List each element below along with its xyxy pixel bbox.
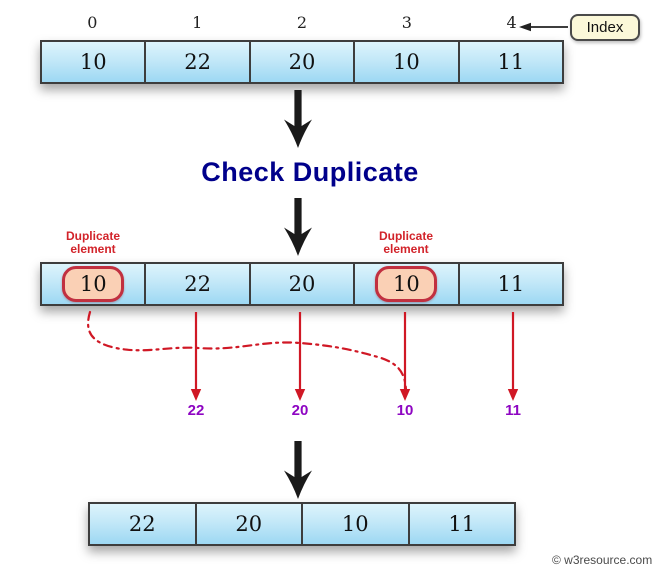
flow-arrow-down-3 [284,441,312,499]
kept-value: 10 [396,402,414,419]
copyright-text: © w3resource.com [552,553,653,567]
array-bottom-cell: 10 [303,504,410,544]
flow-arrow-down-2 [284,198,312,256]
duplicate-merge-curve [87,310,408,392]
keep-arrows [190,312,519,401]
array-bottom-cell: 20 [196,504,303,544]
array-middle-cell-duplicate: 10 [355,264,460,304]
array-middle-value: 10 [79,272,107,296]
array-middle-cell: 22 [146,264,251,304]
index-label-3: 3 [401,13,412,32]
kept-value: 20 [291,402,309,419]
duplicate-highlight: 10 [375,266,438,302]
index-label-1: 1 [192,13,203,32]
array-middle-cell: 20 [250,264,356,304]
duplicate-highlight: 10 [62,266,125,302]
array-middle: 10 22 20 10 11 [40,262,564,306]
keep-arrow-22 [190,312,202,401]
array-top-cell: 22 [146,42,251,82]
index-label-0: 0 [87,13,98,32]
array-middle-value: 10 [393,272,420,296]
array-middle-cell: 11 [459,264,563,304]
array-top-cell: 11 [459,42,563,82]
array-top-cell: 10 [355,42,460,82]
keep-arrow-20 [294,312,306,401]
kept-value: 11 [505,402,521,419]
keep-arrow-10 [399,312,411,401]
keep-arrow-11 [507,312,519,401]
index-tag: Index [570,14,640,41]
array-bottom-cell: 22 [90,504,197,544]
duplicate-element-label: Duplicate element [38,229,148,257]
index-label-2: 2 [296,13,308,32]
array-bottom: 22 20 10 11 [88,502,516,546]
array-top: 10 22 20 10 11 [40,40,564,84]
duplicate-label-line1: Duplicate [65,229,120,243]
array-bottom-cell: 11 [409,504,514,544]
duplicate-element-label: Duplicate element [351,229,461,257]
duplicate-label-line1: Duplicate [378,229,433,243]
array-top-cell: 20 [250,42,356,82]
index-label-4: 4 [506,13,517,32]
duplicate-label-line2: element [70,242,116,257]
check-duplicate-title: Check Duplicate [201,157,419,187]
array-top-cell: 10 [42,42,147,82]
index-tag-label: Index [586,19,624,36]
flow-arrow-down-1 [284,90,312,148]
kept-value: 22 [187,402,205,419]
index-labels-row: 0 1 2 3 4 [40,13,564,32]
array-middle-cell-duplicate: 10 [42,264,147,304]
duplicate-label-line2: element [383,242,429,257]
